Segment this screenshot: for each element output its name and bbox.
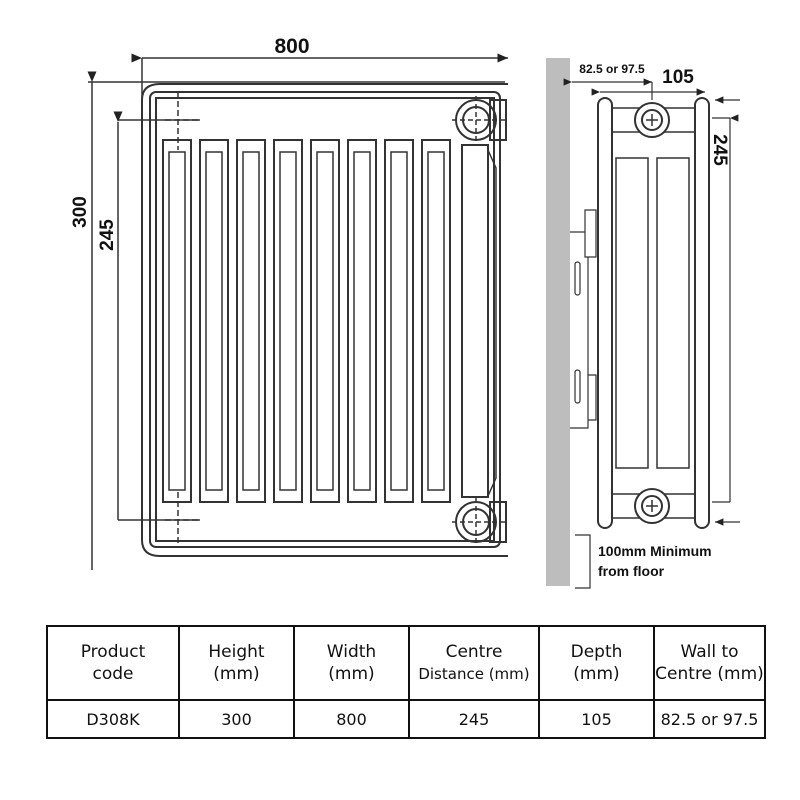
cell-width: 800 (293, 699, 410, 739)
cell-centre-distance: 245 (408, 699, 540, 739)
table-row: D308K 300 800 245 105 82.5 or 97.5 (46, 699, 766, 739)
cell-depth: 105 (538, 699, 655, 739)
centre-dimension-label: 245 (97, 219, 118, 251)
header-width: Width(mm) (293, 625, 410, 701)
header-text: (mm) (213, 664, 260, 684)
header-text: Wall to (680, 642, 739, 662)
depth-label: 105 (662, 67, 694, 88)
side-centre-label: 245 (709, 134, 730, 166)
front-view (87, 53, 508, 570)
header-text: code (92, 664, 134, 684)
floor-note-line2: from floor (598, 563, 665, 579)
header-height: Height(mm) (178, 625, 295, 701)
header-text: Depth (570, 642, 623, 662)
header-depth: Depth(mm) (538, 625, 655, 701)
header-text: Product (80, 642, 146, 662)
header-text: Distance (mm) (418, 665, 530, 683)
header-text: (mm) (573, 664, 620, 684)
header-text: (mm) (328, 664, 375, 684)
header-text: Centre (mm) (655, 664, 764, 684)
width-dimension-label: 800 (274, 35, 309, 58)
floor-note-line1: 100mm Minimum (598, 543, 712, 559)
wall-to-centre-label: 82.5 or 97.5 (579, 62, 645, 76)
side-view (563, 78, 740, 589)
cell-product-code: D308K (46, 699, 180, 739)
radiator-fins (162, 139, 451, 503)
header-text: Height (208, 642, 265, 662)
cell-height: 300 (178, 699, 295, 739)
wall (546, 58, 570, 586)
header-text: Centre (445, 642, 503, 662)
radiator-diagram: 800 300 245 82.5 or 97.5 105 (70, 35, 740, 589)
cell-wall-to-centre: 82.5 or 97.5 (653, 699, 766, 739)
height-dimension-label: 300 (70, 196, 91, 228)
header-text: Width (326, 642, 377, 662)
